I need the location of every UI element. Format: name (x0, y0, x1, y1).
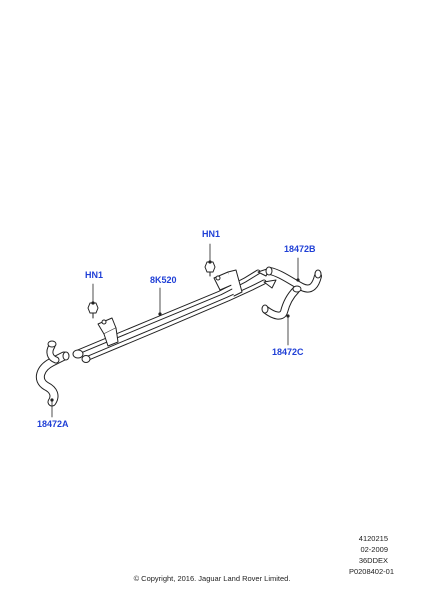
illustration-id: P0208402-01 (348, 567, 394, 576)
pipe-assembly-8k520 (72, 267, 277, 363)
hose-18472b (265, 266, 322, 293)
reference-date: 02-2009 (360, 545, 388, 554)
hose-18472c (261, 285, 302, 320)
callout-18472b: 18472B (284, 244, 316, 254)
nut-hn1-top (204, 261, 216, 277)
callout-18472a: 18472A (37, 419, 69, 429)
callout-8k520: 8K520 (150, 275, 177, 285)
callout-18472c: 18472C (272, 347, 304, 357)
leader-lines (50, 243, 300, 418)
callout-hn1-left: HN1 (85, 270, 104, 280)
reference-variant: 36DDEX (358, 556, 388, 565)
hose-18472a (35, 340, 70, 407)
copyright-notice: © Copyright, 2016. Jaguar Land Rover Lim… (133, 574, 291, 583)
reference-code: 4120215 (358, 534, 388, 543)
right-bracket (213, 269, 243, 297)
nut-hn1-left (87, 302, 99, 319)
callout-hn1-top: HN1 (202, 229, 221, 239)
left-bracket (97, 317, 119, 347)
